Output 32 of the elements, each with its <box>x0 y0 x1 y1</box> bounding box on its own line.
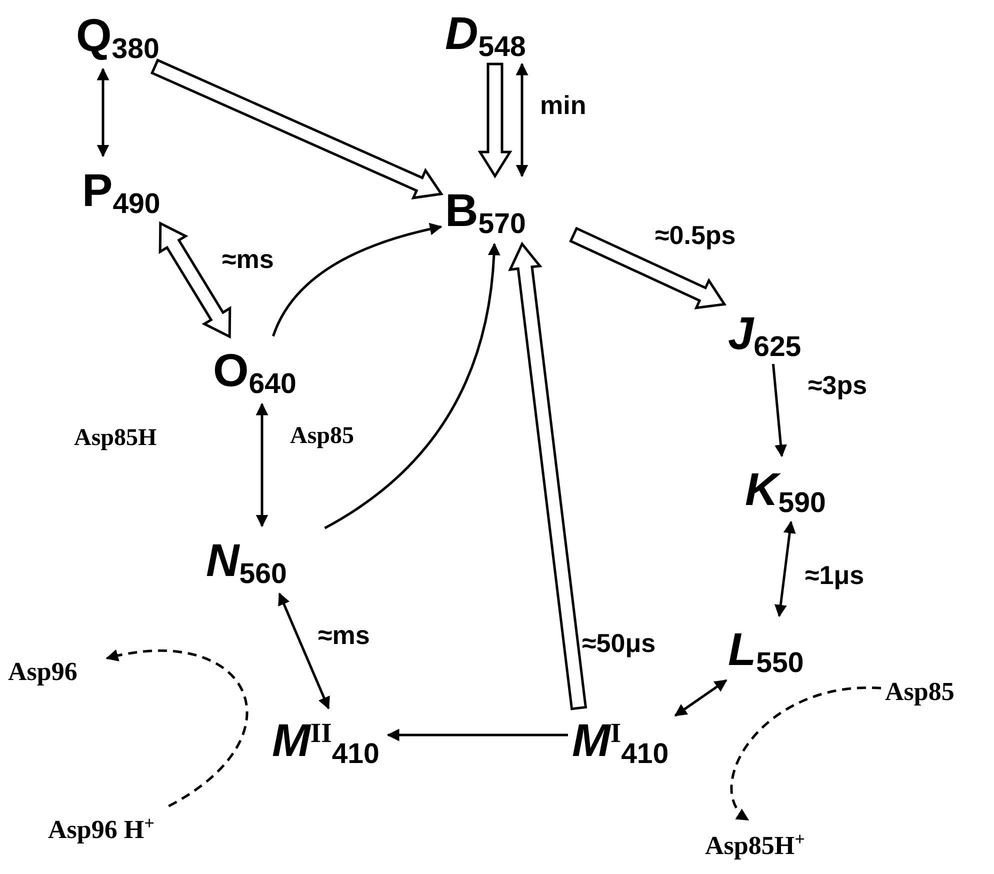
double-arrow <box>256 402 268 528</box>
state-label: P$_{490}$ <box>82 160 194 220</box>
state-label: K$_{590}$ <box>745 460 865 518</box>
double-arrow <box>278 592 330 710</box>
edge-label: Asp85 <box>290 424 354 448</box>
hollow-arrow <box>569 226 727 310</box>
state-label: O$_{640}$ <box>213 340 323 400</box>
residue-label: Asp96 <box>8 655 103 689</box>
dashed-arrow <box>730 686 882 821</box>
state-label: J$_{625}$ <box>728 305 833 360</box>
state-label: Q$_{380}$ <box>76 5 160 65</box>
double-arrow <box>516 62 528 178</box>
residue-label: Asp85H$^{+}$ <box>705 822 875 870</box>
hollow-arrow <box>508 242 588 710</box>
double-arrow <box>674 679 728 717</box>
hollow-arrow <box>150 58 444 200</box>
double-arrow <box>774 520 796 618</box>
double-arrow <box>96 68 110 158</box>
arrow <box>386 728 568 742</box>
hollow-arrow <box>158 221 232 339</box>
hollow-arrow <box>478 62 512 178</box>
residue-label: Asp85 <box>885 674 993 710</box>
arrow <box>272 223 442 337</box>
arrow <box>324 242 500 530</box>
state-label: D$_{548}$ <box>445 5 570 60</box>
arrow <box>772 364 787 458</box>
dashed-arrow <box>106 650 248 808</box>
edge-label: Asp85H <box>74 426 157 450</box>
state-label: N$_{560}$ <box>206 530 324 590</box>
state-label: B$_{570}$ <box>445 180 570 240</box>
residue-label: Asp96 H$^{+}$ <box>48 808 198 852</box>
state-label: L$_{550}$ <box>728 620 836 678</box>
